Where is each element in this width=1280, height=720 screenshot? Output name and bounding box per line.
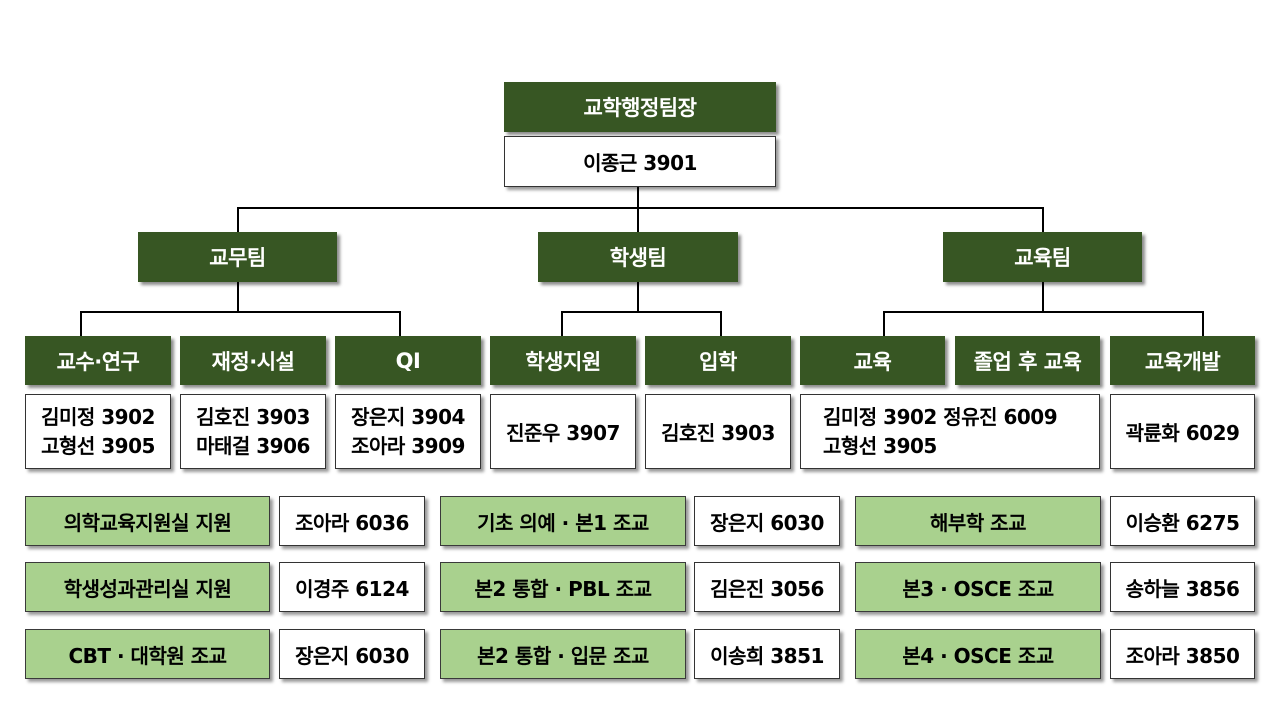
team-box-gyoyuk: 교육팀 bbox=[943, 232, 1142, 282]
staff-name: 조아라 3909 bbox=[351, 433, 465, 458]
connector-line bbox=[237, 282, 239, 313]
staff-box-jaejeong: 김호진 3903 마태걸 3906 bbox=[180, 394, 326, 469]
staff-box-haksaeng: 진준우 3907 bbox=[490, 394, 636, 469]
team-box-gyomu: 교무팀 bbox=[138, 232, 337, 282]
unit-box-iphak: 입학 bbox=[645, 336, 791, 385]
unit-box-kyosu: 교수·연구 bbox=[25, 336, 171, 385]
staff-name: 김미정 3902 정유진 6009 bbox=[823, 404, 1058, 429]
connector-line bbox=[637, 187, 639, 209]
assistant-role-box: 본4 · OSCE 조교 bbox=[855, 629, 1101, 679]
connector-line bbox=[561, 311, 722, 313]
unit-box-gyoyuk: 교육 bbox=[800, 336, 945, 385]
connector-line bbox=[1202, 311, 1204, 336]
connector-line bbox=[1042, 207, 1044, 232]
assistant-person-box: 조아라 6036 bbox=[279, 496, 425, 546]
staff-box-gyoyuk: 김미정 3902 정유진 6009 고형선 3905 bbox=[800, 394, 1100, 469]
assistant-person-box: 장은지 6030 bbox=[279, 629, 425, 679]
assistant-role-box: 해부학 조교 bbox=[855, 496, 1101, 546]
connector-line bbox=[237, 207, 1044, 209]
unit-box-joreop: 졸업 후 교육 bbox=[955, 336, 1100, 385]
staff-name: 고형선 3905 bbox=[41, 433, 155, 458]
unit-box-qi: QI bbox=[335, 336, 481, 385]
assistant-person-box: 장은지 6030 bbox=[694, 496, 840, 546]
assistant-person-box: 김은진 3056 bbox=[694, 562, 840, 612]
assistant-person-box: 이송희 3851 bbox=[694, 629, 840, 679]
assistant-role-box: 의학교육지원실 지원 bbox=[25, 496, 270, 546]
staff-name: 김미정 3902 bbox=[41, 404, 155, 429]
staff-box-qi: 장은지 3904 조아라 3909 bbox=[335, 394, 481, 469]
unit-box-gaebal: 교육개발 bbox=[1110, 336, 1255, 385]
assistant-person-box: 송하늘 3856 bbox=[1110, 562, 1255, 612]
connector-line bbox=[883, 311, 1204, 313]
assistant-person-box: 이경주 6124 bbox=[279, 562, 425, 612]
team-box-haksaeng: 학생팀 bbox=[538, 232, 738, 282]
assistant-person-box: 조아라 3850 bbox=[1110, 629, 1255, 679]
unit-box-haksaeng: 학생지원 bbox=[490, 336, 636, 385]
connector-line bbox=[399, 311, 401, 336]
connector-line bbox=[80, 311, 82, 336]
connector-line bbox=[237, 207, 239, 232]
head-person-box: 이종근 3901 bbox=[504, 136, 776, 187]
staff-box-gaebal: 곽륜화 6029 bbox=[1110, 394, 1255, 469]
connector-line bbox=[637, 282, 639, 313]
staff-name: 장은지 3904 bbox=[351, 404, 465, 429]
assistant-role-box: 기초 의예 · 본1 조교 bbox=[440, 496, 686, 546]
connector-line bbox=[1042, 282, 1044, 313]
assistant-role-box: 본3 · OSCE 조교 bbox=[855, 562, 1101, 612]
head-title-box: 교학행정팀장 bbox=[504, 82, 776, 132]
assistant-role-box: CBT · 대학원 조교 bbox=[25, 629, 270, 679]
staff-box-iphak: 김호진 3903 bbox=[645, 394, 791, 469]
connector-line bbox=[561, 311, 563, 336]
staff-name: 김호진 3903 bbox=[196, 404, 310, 429]
assistant-role-box: 본2 통합 · PBL 조교 bbox=[440, 562, 686, 612]
connector-line bbox=[883, 311, 885, 336]
connector-line bbox=[720, 311, 722, 336]
connector-line bbox=[80, 311, 401, 313]
staff-name: 마태걸 3906 bbox=[196, 433, 310, 458]
assistant-role-box: 학생성과관리실 지원 bbox=[25, 562, 270, 612]
assistant-role-box: 본2 통합 · 입문 조교 bbox=[440, 629, 686, 679]
staff-box-kyosu: 김미정 3902 고형선 3905 bbox=[25, 394, 171, 469]
assistant-person-box: 이승환 6275 bbox=[1110, 496, 1255, 546]
connector-line bbox=[637, 207, 639, 232]
unit-box-jaejeong: 재정·시설 bbox=[180, 336, 326, 385]
staff-name: 고형선 3905 bbox=[823, 433, 937, 458]
